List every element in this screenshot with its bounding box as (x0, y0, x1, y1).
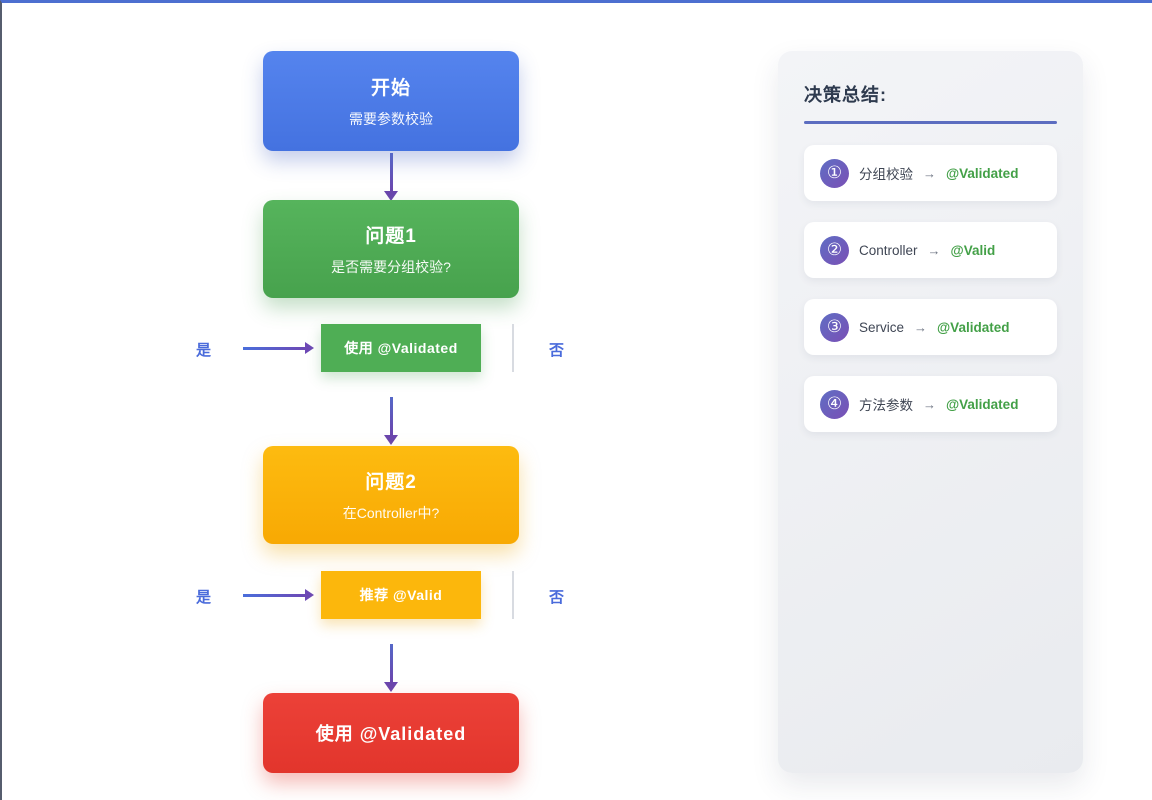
summary-card-value: @Validated (946, 396, 1019, 412)
arrow-head (305, 342, 314, 354)
branch1-divider (512, 324, 514, 372)
arrow-down-icon (384, 397, 398, 445)
flow-node-question2: 问题2 在Controller中? (263, 446, 519, 544)
flow-node-start: 开始 需要参数校验 (263, 51, 519, 151)
summary-card-label: 方法参数 (859, 398, 913, 413)
branch2-divider (512, 571, 514, 619)
branch2-result-box: 推荐 @Valid (321, 571, 481, 619)
arrow-right-icon (243, 342, 314, 354)
arrow-head (384, 435, 398, 445)
flow-node-final: 使用 @Validated (263, 693, 519, 773)
node-final-title: 使用 @Validated (315, 724, 467, 744)
summary-panel: 决策总结: ① 分组校验 → @Validated ② Controller →… (778, 51, 1083, 773)
arrow-line (243, 346, 305, 350)
arrow-right-icon (243, 589, 314, 601)
branch2-no-label: 否 (549, 589, 565, 606)
summary-card-4: ④ 方法参数 → @Validated (804, 376, 1057, 432)
right-arrow-icon: → (914, 319, 928, 335)
summary-card-2: ② Controller → @Valid (804, 222, 1057, 278)
summary-card-value: @Valid (950, 242, 996, 258)
branch1-result-box: 使用 @Validated (321, 324, 481, 372)
summary-card-1: ① 分组校验 → @Validated (804, 145, 1057, 201)
summary-card-label: Service (859, 319, 905, 335)
summary-card-label: Controller (859, 242, 918, 258)
summary-card-value: @Validated (937, 319, 1010, 335)
summary-card-label: 分组校验 (859, 167, 913, 182)
right-arrow-icon: → (923, 396, 936, 412)
arrow-head (305, 589, 314, 601)
numbered-circle-icon: ① (820, 158, 849, 188)
arrow-down-icon (384, 644, 398, 692)
numbered-circle-icon: ④ (820, 389, 849, 419)
branch1-yes-label: 是 (196, 342, 212, 359)
branch2-yes-label: 是 (196, 589, 212, 606)
summary-heading: 决策总结: (804, 85, 887, 105)
arrow-head (384, 682, 398, 692)
flow-node-question1: 问题1 是否需要分组校验? (263, 200, 519, 298)
numbered-circle-icon: ③ (820, 312, 849, 342)
node-start-subtitle: 需要参数校验 (349, 111, 433, 127)
arrow-line (389, 397, 393, 435)
summary-card-value: @Validated (946, 165, 1019, 181)
summary-heading-underline (804, 121, 1057, 124)
node-q2-title: 问题2 (365, 472, 417, 493)
branch1-no-label: 否 (549, 342, 565, 359)
arrow-line (389, 644, 393, 682)
node-q1-title: 问题1 (365, 226, 417, 247)
node-start-title: 开始 (370, 78, 411, 99)
arrow-down-icon (384, 153, 398, 201)
node-q1-subtitle: 是否需要分组校验? (331, 259, 451, 275)
summary-card-3: ③ Service → @Validated (804, 299, 1057, 355)
right-arrow-icon: → (927, 242, 941, 258)
numbered-circle-icon: ② (820, 235, 849, 265)
arrow-head (384, 191, 398, 201)
arrow-line (243, 593, 305, 597)
node-q2-subtitle: 在Controller中? (342, 505, 440, 521)
right-arrow-icon: → (923, 165, 936, 181)
arrow-line (389, 153, 393, 191)
